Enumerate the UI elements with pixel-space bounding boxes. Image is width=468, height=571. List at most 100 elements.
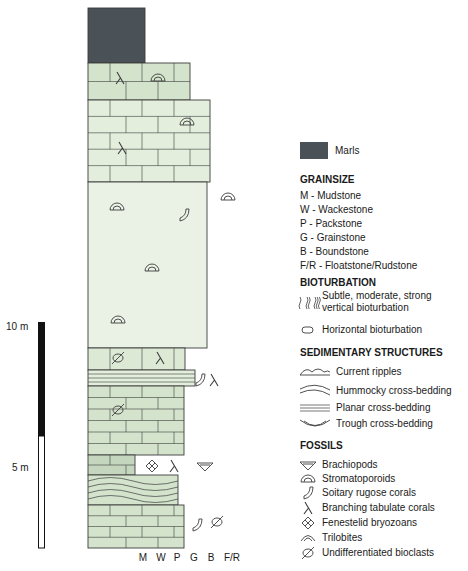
legend-heading: SEDIMENTARY STRUCTURES [300, 347, 443, 359]
legend-row: Planar cross-bedding [336, 402, 431, 414]
legend-item: W - Wackestone [300, 204, 373, 216]
bioclast-symbol [112, 352, 124, 364]
bryozoan-symbol [146, 460, 158, 472]
axis-label: W [156, 552, 165, 564]
legend-swatch [300, 142, 328, 159]
legend-text: Subtle, moderate, strong vertical biotur… [322, 290, 440, 314]
horizontal-burrow-symbol [302, 327, 313, 333]
legend-row: Brachiopods [322, 459, 378, 471]
legend-text: Branching tabulate corals [322, 502, 435, 514]
coral-symbol [180, 209, 189, 221]
tabulate-coral-symbol [304, 502, 312, 514]
stromatoporoid-symbol [180, 118, 194, 125]
legend-text: Stromatoporoids [322, 473, 395, 485]
planar-symbol [300, 405, 330, 411]
legend-row: Hummocky cross-bedding [336, 385, 452, 397]
bioclast-symbol [112, 404, 124, 416]
stromatoporoid-symbol [151, 74, 165, 81]
tabulate-coral-symbol [118, 142, 126, 154]
bryozoan-symbol [302, 517, 314, 529]
legend-text: Soitary rugose corals [322, 487, 416, 499]
bed-lines [88, 100, 210, 182]
legend-item: B - Boundstone [300, 246, 369, 258]
stromatoporoid-symbol [110, 203, 124, 210]
legend-heading: GRAINSIZE [300, 174, 354, 186]
legend-row: Subtle, moderate, strong vertical biotur… [322, 290, 440, 314]
legend-item: M - Mudstone [300, 190, 361, 202]
trilobite-symbol [301, 536, 315, 542]
limestone-bed [88, 505, 184, 548]
scale-bar [39, 436, 45, 548]
legend-heading: BIOTURBATION [300, 277, 376, 289]
legend-text: Hummocky cross-bedding [336, 385, 452, 397]
ripple-symbol [300, 369, 330, 375]
bioclast-symbol [302, 547, 314, 559]
axis-label: G [190, 552, 198, 564]
axis-label: M [139, 552, 147, 564]
tabulate-coral-symbol [170, 460, 178, 472]
limestone-bed [88, 348, 185, 370]
trough-symbol [300, 420, 330, 426]
planar-lamination [88, 374, 195, 382]
bed-lines [88, 455, 135, 475]
axis-label: F/R [224, 552, 240, 564]
legend-text: Horizontal bioturbation [322, 324, 422, 336]
coral-symbol [304, 487, 313, 499]
brachiopod-symbol [197, 463, 213, 471]
legend-row: Stromatoporoids [322, 473, 395, 485]
marly-bed [88, 455, 135, 475]
scale-label: 5 m [12, 462, 29, 474]
legend-row: Undifferentiated bioclasts [322, 547, 434, 559]
stromatoporoid-symbol [111, 316, 125, 323]
limestone-bed [88, 63, 190, 100]
legend-row: Trilobites [322, 532, 362, 544]
legend-row: Marls [300, 142, 359, 159]
bioclast-symbol [211, 516, 223, 528]
hummocky-symbol [300, 385, 330, 395]
stromatoporoid-symbol [221, 193, 235, 200]
stromatoporoid-symbol [145, 264, 159, 271]
limestone-bed [88, 386, 184, 455]
bioturbation-symbol [299, 297, 320, 309]
legend-row: Current ripples [336, 366, 402, 378]
axis-label: B [208, 552, 215, 564]
legend-text: Current ripples [336, 366, 402, 378]
scale-label: 10 m [6, 321, 28, 333]
coral-symbol [196, 374, 205, 386]
legend-text: Brachiopods [322, 459, 378, 471]
brachiopod-symbol [300, 462, 316, 470]
legend-row: Soitary rugose corals [322, 487, 416, 499]
legend-text: Undifferentiated bioclasts [322, 547, 434, 559]
legend-text: Planar cross-bedding [336, 402, 431, 414]
legend-row: Trough cross-bedding [336, 418, 433, 430]
bed-lines [88, 63, 190, 100]
axis-label: P [174, 552, 181, 564]
bed-lines [110, 348, 174, 370]
scale-bar [38, 322, 45, 436]
limestone-bed [88, 100, 210, 182]
coral-symbol [193, 519, 202, 531]
legend-row: Horizontal bioturbation [322, 324, 422, 336]
legend-row: Fenestelid bryozoans [322, 517, 417, 529]
stromatoporoid-symbol [301, 475, 315, 482]
legend-text: Marls [335, 145, 359, 157]
tabulate-coral-symbol [116, 72, 124, 84]
hummocky-lamination [88, 478, 178, 503]
marl-unit [88, 8, 145, 63]
hummocky-bed [88, 475, 178, 505]
legend-item: P - Packstone [300, 218, 362, 230]
legend-text: Trilobites [322, 532, 362, 544]
limestone-bed [88, 182, 207, 348]
planar-bed [88, 370, 195, 386]
tabulate-coral-symbol [156, 352, 164, 364]
legend-text: Trough cross-bedding [336, 418, 433, 430]
legend-row: Branching tabulate corals [322, 502, 435, 514]
bed-lines [88, 386, 184, 455]
legend-item: G - Grainstone [300, 232, 366, 244]
legend-heading: FOSSILS [300, 440, 343, 452]
tabulate-coral-symbol [210, 374, 218, 386]
legend-text: Fenestelid bryozoans [322, 517, 417, 529]
legend-item: F/R - Floatstone/Rudstone [300, 260, 417, 272]
